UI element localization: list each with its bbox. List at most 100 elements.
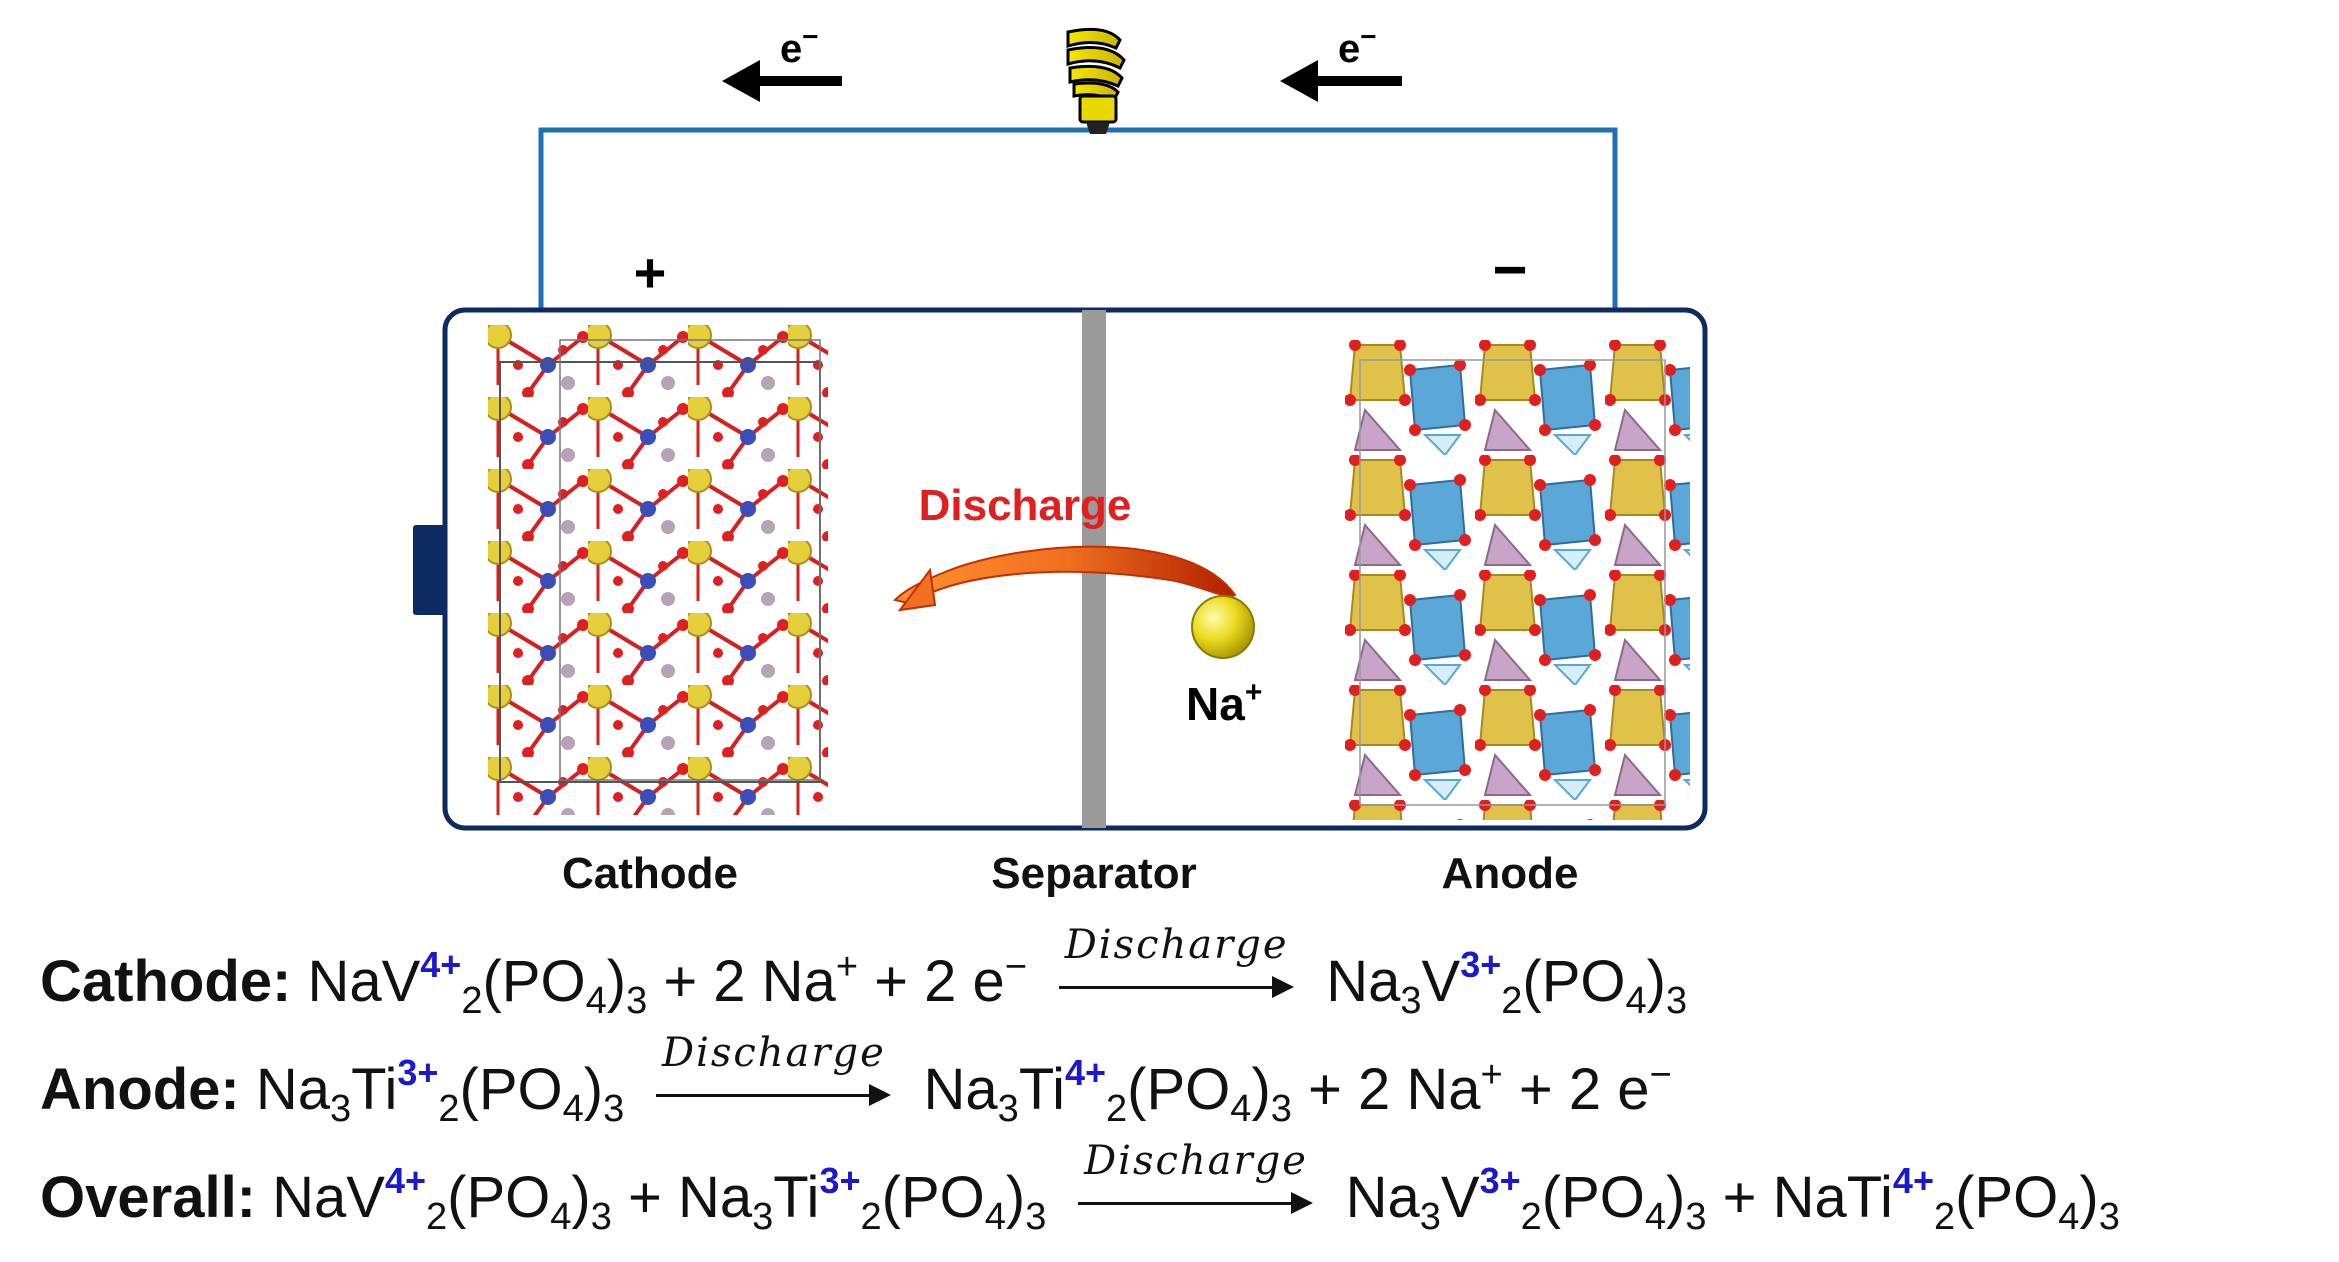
formula-text: + 2 Na	[647, 949, 836, 1014]
formula-text: )	[583, 1057, 604, 1122]
formula-subscript: 3	[590, 1196, 612, 1238]
formula-subscript: 2	[438, 1088, 460, 1130]
equation-lhs: NaV4+2(PO4)3 + Na3Ti3+2(PO4)3	[272, 1163, 1046, 1237]
formula-text: V	[1440, 1165, 1480, 1230]
formula-subscript: 2	[426, 1196, 448, 1238]
formula-subscript: 4	[562, 1088, 584, 1130]
sodium-ion-label: Na+	[1186, 676, 1262, 730]
formula-subscript: 3	[997, 1088, 1019, 1130]
formula-text: (PO	[1127, 1057, 1231, 1122]
formula-text: V	[1421, 949, 1461, 1014]
formula-subscript: 4	[550, 1196, 572, 1238]
formula-subscript: 3	[752, 1196, 774, 1238]
oxidation-state: 3+	[397, 1052, 439, 1093]
formula-subscript: 3	[626, 980, 648, 1022]
formula-subscript: 3	[1270, 1088, 1292, 1130]
reaction-arrow: Discharge	[656, 1030, 892, 1114]
formula-subscript: 2	[860, 1196, 882, 1238]
formula-subscript: 2	[461, 980, 483, 1022]
sodium-ion-ball	[1191, 595, 1255, 659]
formula-text: (PO	[459, 1057, 563, 1122]
left-arrow-icon	[722, 60, 842, 102]
formula-text: )	[2079, 1165, 2099, 1230]
formula-text: (PO	[1541, 1165, 1645, 1230]
cathode-crystal-structure	[488, 325, 828, 815]
formula-text: Na	[1345, 1165, 1420, 1230]
formula-text: + 2 e	[1502, 1057, 1650, 1122]
equation-head: Anode:	[40, 1057, 240, 1122]
formula-text: (PO	[1522, 949, 1626, 1014]
reaction-arrow-label: Discharge	[661, 1029, 886, 1076]
separator-label: Separator	[991, 849, 1196, 898]
formula-subscript: 3	[1400, 980, 1422, 1022]
circuit-wire	[538, 127, 1618, 310]
formula-superscript: +	[1480, 1054, 1503, 1096]
formula-text: )	[606, 949, 627, 1014]
cathode-equation: Cathode: NaV4+2(PO4)3 + 2 Na+ + 2 e− Dis…	[40, 922, 1687, 1021]
formula-text: (PO	[1955, 1165, 2059, 1230]
formula-text: + NaTi	[1706, 1165, 1893, 1230]
formula-superscript: −	[1649, 1054, 1672, 1096]
equation-lhs: NaV4+2(PO4)3 + 2 Na+ + 2 e−	[307, 946, 1027, 1021]
reaction-arrow-label: Discharge	[1084, 1137, 1308, 1184]
equation-rhs: Na3V3+2(PO4)3 + NaTi4+2(PO4)3	[1345, 1163, 2120, 1237]
reaction-arrow: Discharge	[1059, 922, 1295, 1006]
formula-text: )	[1005, 1165, 1026, 1230]
battery-cap	[413, 525, 445, 615]
equation-head: Overall:	[40, 1165, 256, 1230]
formula-text: NaV	[307, 949, 421, 1014]
formula-subscript: 3	[2098, 1196, 2120, 1238]
oxidation-state: 3+	[819, 1160, 861, 1201]
formula-subscript: 3	[1665, 980, 1688, 1022]
electron-label-right: e−	[1338, 21, 1377, 71]
formula-subscript: 2	[1520, 1196, 1542, 1238]
formula-text: + 2 e	[858, 949, 1005, 1014]
formula-subscript: 3	[603, 1088, 625, 1130]
formula-subscript: 3	[1685, 1196, 1707, 1238]
formula-subscript: 4	[984, 1196, 1006, 1238]
left-arrow-icon	[1280, 60, 1402, 102]
formula-subscript: 4	[1230, 1088, 1252, 1130]
formula-subscript: 3	[1419, 1196, 1441, 1238]
formula-text: (PO	[447, 1165, 551, 1230]
discharge-label: Discharge	[919, 481, 1132, 530]
formula-subscript: 2	[1933, 1196, 1956, 1238]
equation-rhs: Na3V3+2(PO4)3	[1326, 947, 1687, 1021]
formula-text: )	[571, 1165, 591, 1230]
formula-subscript: 4	[585, 980, 607, 1022]
oxidation-state: 3+	[1460, 944, 1502, 985]
formula-text: NaV	[272, 1165, 385, 1230]
formula-text: Ti	[351, 1057, 398, 1122]
formula-text: + 2 Na	[1291, 1057, 1481, 1122]
oxidation-state: 4+	[384, 1160, 426, 1201]
electron-label-left: e−	[780, 21, 819, 71]
formula-superscript: +	[835, 946, 859, 988]
equation-lhs: Na3Ti3+2(PO4)3	[256, 1055, 624, 1129]
formula-text: (PO	[482, 949, 586, 1014]
bulb-icon	[1066, 27, 1126, 134]
formula-text: + Na	[611, 1165, 753, 1230]
discharge-arrow-icon	[893, 545, 1237, 612]
formula-subscript: 4	[1644, 1196, 1667, 1238]
formula-subscript: 2	[1106, 1088, 1128, 1130]
oxidation-state: 4+	[420, 944, 462, 985]
anode-crystal-structure	[1345, 340, 1690, 820]
reaction-arrow-label: Discharge	[1064, 921, 1289, 968]
oxidation-state: 4+	[1064, 1052, 1107, 1093]
formula-text: )	[1251, 1057, 1271, 1122]
anode-equation: Anode: Na3Ti3+2(PO4)3 Discharge Na3Ti4+2…	[40, 1030, 1672, 1129]
formula-subscript: 3	[1025, 1196, 1047, 1238]
reaction-arrow: Discharge	[1078, 1138, 1314, 1222]
formula-text: )	[1646, 949, 1666, 1014]
equation-head: Cathode:	[40, 949, 292, 1014]
formula-text: (PO	[881, 1165, 985, 1230]
cathode-label: Cathode	[562, 849, 738, 898]
formula-text: Na	[1326, 949, 1401, 1014]
negative-terminal-sign: −	[1492, 236, 1527, 303]
formula-text: Ti	[773, 1165, 820, 1230]
oxidation-state: 4+	[1892, 1160, 1934, 1201]
formula-subscript: 4	[1625, 980, 1647, 1022]
oxidation-state: 3+	[1479, 1160, 1521, 1201]
formula-text: )	[1666, 1165, 1686, 1230]
